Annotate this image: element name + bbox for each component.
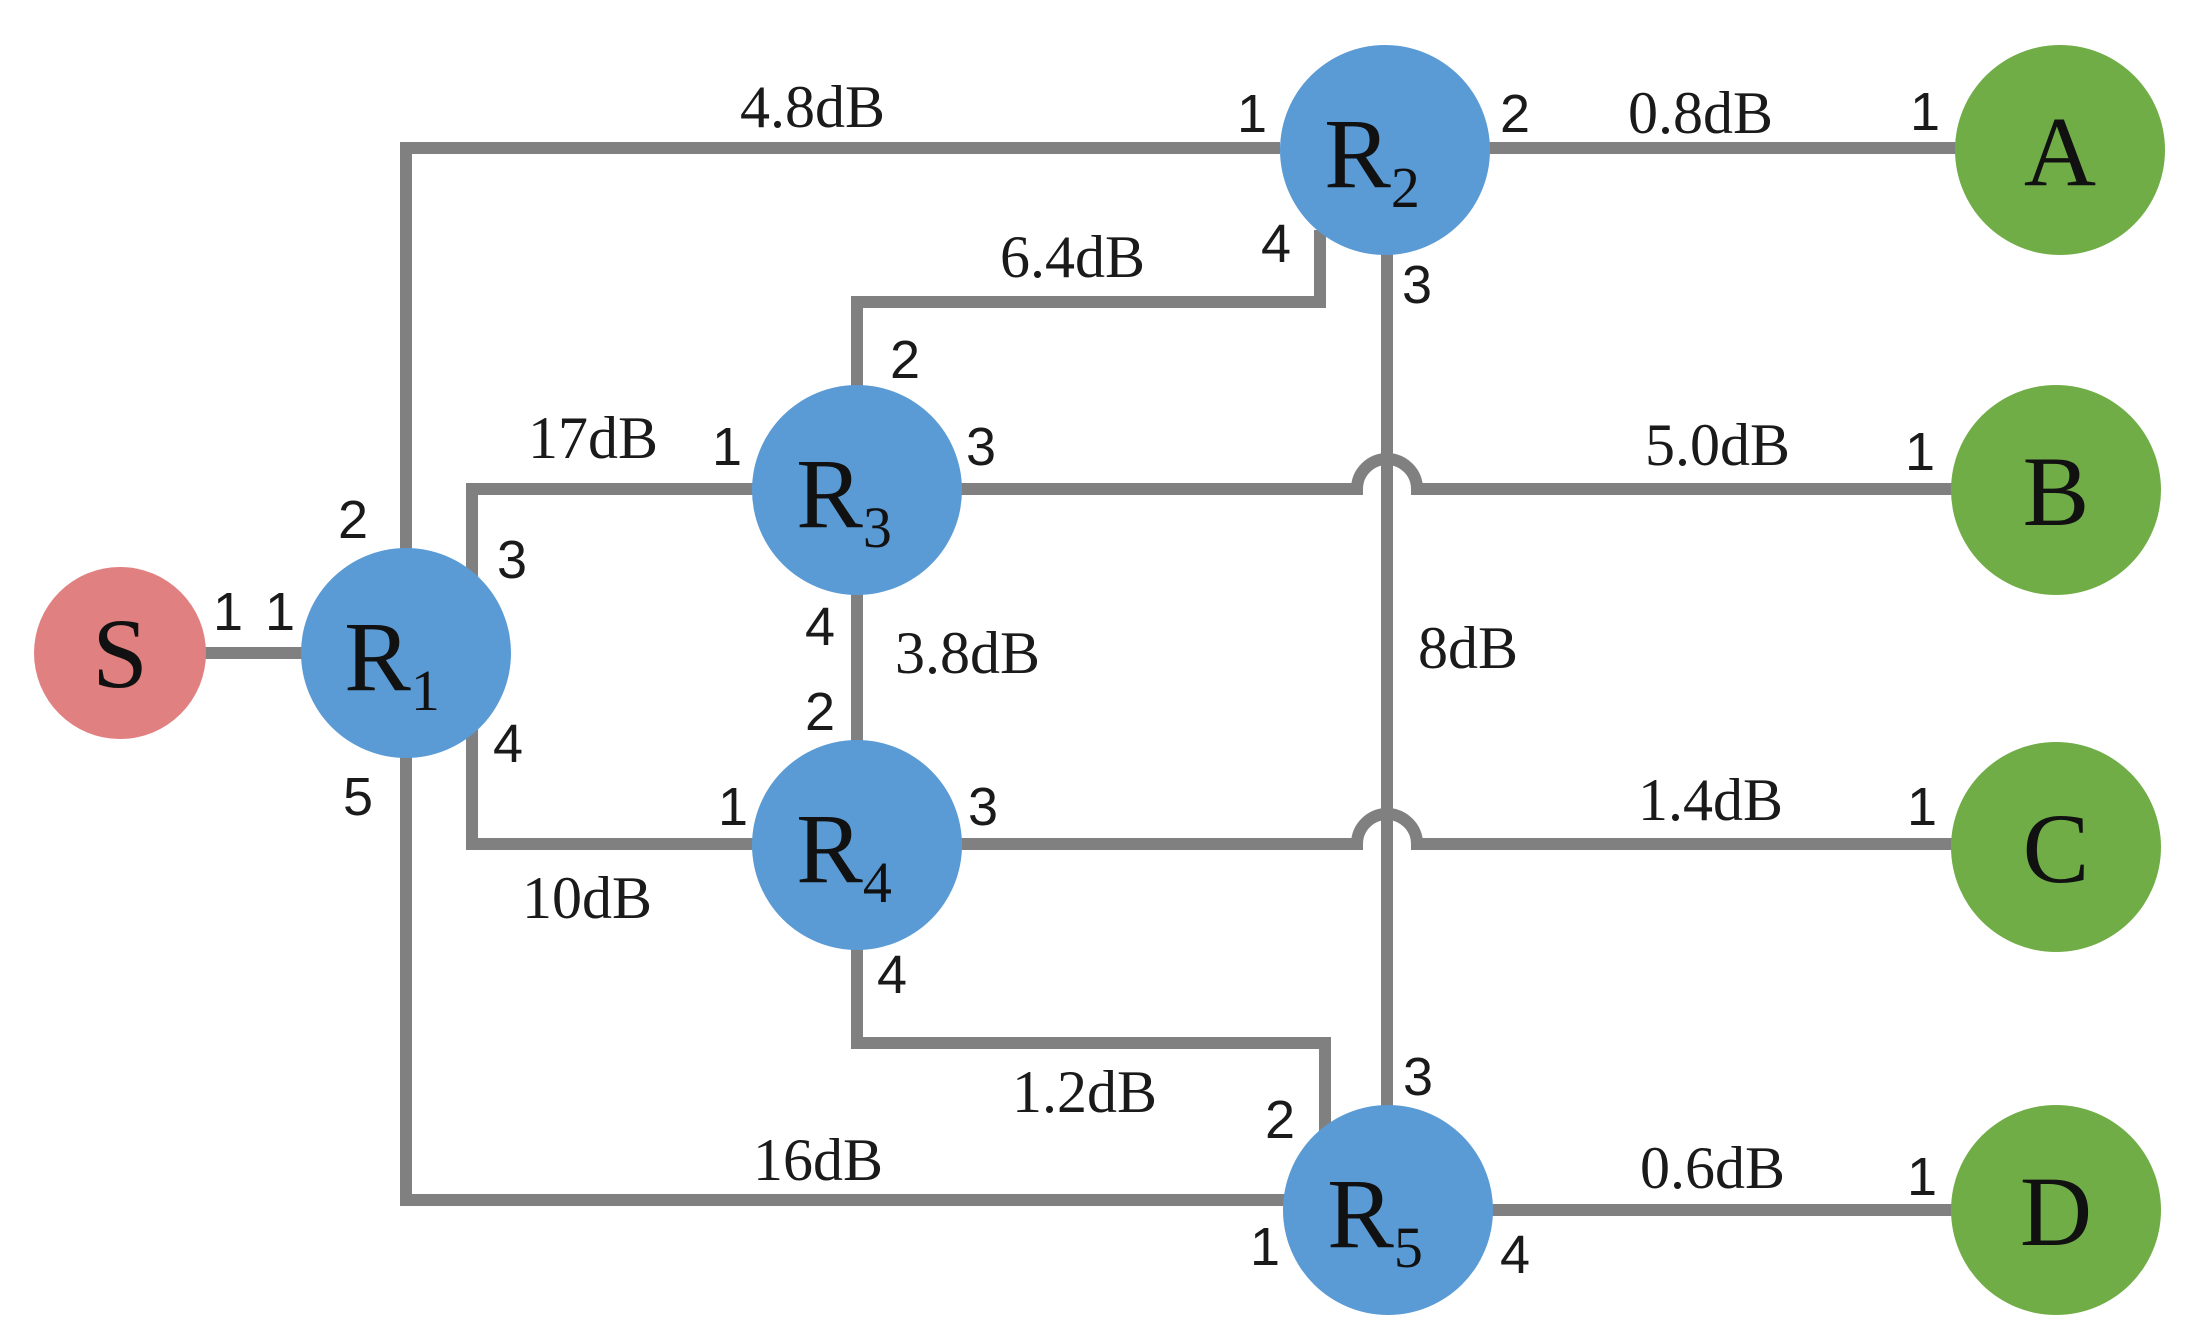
link-r3-b — [960, 453, 1955, 495]
node-r1[interactable]: R1 — [301, 548, 511, 758]
port-r1-4: 4 — [493, 714, 523, 774]
port-labels: 1 1 2 3 4 5 1 2 3 4 1 2 3 4 1 2 3 4 1 2 … — [213, 82, 1940, 1285]
node-r5-label: R5 — [1327, 1158, 1423, 1280]
node-r2-subscript: 2 — [1391, 155, 1420, 220]
link-label-r2-r3: 6.4dB — [1000, 224, 1145, 290]
port-d-1: 1 — [1907, 1147, 1937, 1207]
node-d-label: D — [2020, 1156, 2092, 1267]
node-r5-letter: R — [1327, 1158, 1394, 1269]
node-r4-circle — [752, 740, 962, 950]
node-s-circle — [34, 567, 206, 739]
port-r3-2: 2 — [890, 330, 920, 390]
node-b[interactable]: B — [1951, 385, 2161, 595]
node-a-label: A — [2024, 96, 2096, 207]
node-r4[interactable]: R4 — [752, 740, 962, 950]
link-r1-r4 — [466, 690, 755, 850]
node-r4-label: R4 — [796, 793, 892, 915]
link-label-r1-r3: 17dB — [528, 405, 658, 471]
port-r5-1: 1 — [1250, 1217, 1280, 1277]
node-r2-circle — [1280, 45, 1490, 255]
link-label-r4-r5: 1.2dB — [1012, 1059, 1157, 1125]
node-r2-label: R2 — [1324, 98, 1420, 220]
node-r4-subscript: 4 — [863, 850, 892, 915]
node-d[interactable]: D — [1951, 1105, 2161, 1315]
link-label-r4-c: 1.4dB — [1638, 767, 1783, 833]
link-r4-c — [960, 808, 1955, 850]
node-r4-letter: R — [796, 793, 863, 904]
port-r5-2: 2 — [1265, 1090, 1295, 1150]
node-r3[interactable]: R3 — [752, 385, 962, 595]
port-r4-4: 4 — [877, 945, 907, 1005]
port-r4-3: 3 — [968, 777, 998, 837]
nodes: S R1 R2 R3 R4 R5 A B — [34, 45, 2165, 1315]
node-r3-label: R3 — [796, 438, 892, 560]
node-r5-subscript: 5 — [1394, 1215, 1423, 1280]
port-r1-2: 2 — [338, 490, 368, 550]
node-r5-circle — [1283, 1105, 1493, 1315]
node-s[interactable]: S — [34, 567, 206, 739]
links — [200, 142, 1962, 1216]
link-r1-r5 — [400, 753, 1287, 1206]
port-a-1: 1 — [1910, 82, 1940, 142]
port-r3-1: 1 — [712, 417, 742, 477]
link-label-r1-r4: 10dB — [522, 865, 652, 931]
port-r1-5: 5 — [343, 767, 373, 827]
link-label-r2-r5: 8dB — [1418, 615, 1518, 681]
node-c-label: C — [2023, 793, 2090, 904]
node-r2-letter: R — [1324, 98, 1391, 209]
link-label-r2-a: 0.8dB — [1628, 80, 1773, 146]
link-label-r5-d: 0.6dB — [1640, 1135, 1785, 1201]
node-c[interactable]: C — [1951, 742, 2161, 952]
link-labels: 4.8dB 0.8dB 6.4dB 17dB 5.0dB 3.8dB 8dB 1… — [522, 74, 1790, 1201]
node-r1-subscript: 1 — [411, 658, 440, 723]
node-r3-subscript: 3 — [863, 495, 892, 560]
node-r1-circle — [301, 548, 511, 758]
port-r2-2: 2 — [1500, 84, 1530, 144]
port-r3-3: 3 — [966, 417, 996, 477]
link-r4-r5 — [851, 945, 1331, 1140]
port-r4-2: 2 — [805, 682, 835, 742]
node-r1-letter: R — [344, 601, 411, 712]
node-r5[interactable]: R5 — [1283, 1105, 1493, 1315]
link-label-r1-r2: 4.8dB — [740, 74, 885, 140]
port-b-1: 1 — [1905, 422, 1935, 482]
node-b-circle — [1951, 385, 2161, 595]
link-label-r3-b: 5.0dB — [1645, 412, 1790, 478]
port-r1-1: 1 — [265, 582, 295, 642]
port-r3-4: 4 — [805, 597, 835, 657]
link-label-r3-r4: 3.8dB — [895, 620, 1040, 686]
node-r2[interactable]: R2 — [1280, 45, 1490, 255]
node-d-circle — [1951, 1105, 2161, 1315]
port-r5-4: 4 — [1500, 1225, 1530, 1285]
port-r2-1: 1 — [1237, 84, 1267, 144]
node-r1-label: R1 — [344, 601, 440, 723]
port-r2-4: 4 — [1261, 214, 1291, 274]
link-r2-r3 — [851, 230, 1326, 392]
port-r4-1: 1 — [718, 777, 748, 837]
port-r1-3: 3 — [497, 530, 527, 590]
node-a-circle — [1955, 45, 2165, 255]
node-r3-letter: R — [796, 438, 863, 549]
node-r3-circle — [752, 385, 962, 595]
port-r5-3: 3 — [1403, 1047, 1433, 1107]
node-b-label: B — [2023, 436, 2090, 547]
port-r2-3: 3 — [1402, 255, 1432, 315]
node-s-label: S — [92, 598, 148, 709]
link-r1-r2 — [400, 142, 1280, 555]
link-label-r1-r5: 16dB — [753, 1127, 883, 1193]
port-s-1: 1 — [213, 582, 243, 642]
node-a[interactable]: A — [1955, 45, 2165, 255]
port-c-1: 1 — [1907, 777, 1937, 837]
node-c-circle — [1951, 742, 2161, 952]
